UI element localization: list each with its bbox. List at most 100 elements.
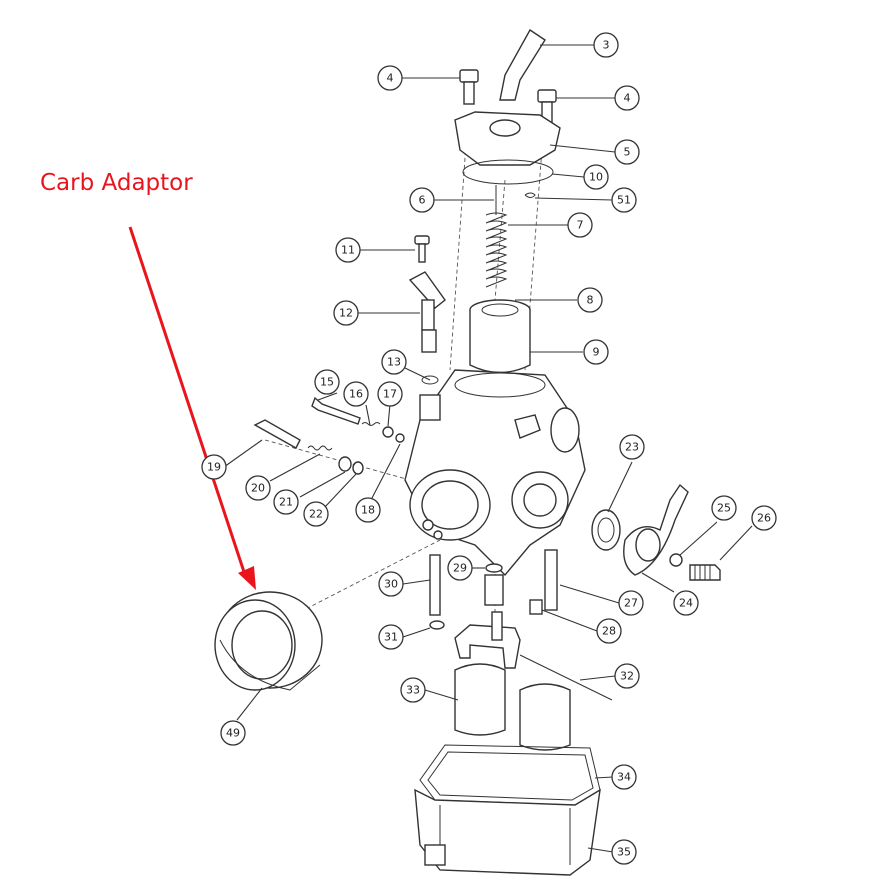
callout-label: 15 — [320, 376, 334, 389]
callout-label: 18 — [361, 504, 375, 517]
callout-5: 5 — [614, 139, 640, 165]
callout-circle — [273, 489, 299, 515]
callout-label: 8 — [587, 294, 594, 307]
carb-adaptor-part — [214, 591, 323, 691]
callout-circle — [303, 501, 329, 527]
callout-label: 7 — [577, 219, 584, 232]
callout-label: 29 — [453, 562, 467, 575]
float-arm-part — [454, 611, 613, 701]
callout-label: 13 — [387, 356, 401, 369]
callout-33: 33 — [400, 677, 426, 703]
callout-15: 15 — [314, 369, 340, 395]
callout-circle — [593, 32, 619, 58]
callout-label: 6 — [419, 194, 426, 207]
callout-circle — [314, 369, 340, 395]
callout-17: 17 — [377, 381, 403, 407]
callout-20: 20 — [245, 475, 271, 501]
callout-circle — [378, 624, 404, 650]
callout-4: 4 — [614, 85, 640, 111]
callout-circle — [377, 381, 403, 407]
callout-26: 26 — [751, 505, 777, 531]
top-hose-part — [499, 28, 546, 101]
callout-label: 5 — [624, 146, 631, 159]
callout-circle — [567, 212, 593, 238]
callout-label: 51 — [617, 194, 631, 207]
callout-18: 18 — [355, 497, 381, 523]
carburetor-body-part — [404, 369, 586, 577]
callout-label: 30 — [384, 578, 398, 591]
callout-circle — [577, 287, 603, 313]
callout-circle — [611, 839, 637, 865]
callout-label: 19 — [207, 461, 221, 474]
callout-circle — [409, 187, 435, 213]
callout-circle — [355, 497, 381, 523]
callout-24: 24 — [673, 590, 699, 616]
callout-13: 13 — [381, 349, 407, 375]
callout-8: 8 — [577, 287, 603, 313]
callout-circle — [378, 571, 404, 597]
callout-label: 26 — [757, 512, 771, 525]
leader-lines — [223, 44, 753, 853]
callout-11: 11 — [335, 237, 361, 263]
callout-circle — [245, 475, 271, 501]
callout-3: 3 — [593, 32, 619, 58]
callout-label: 10 — [589, 171, 603, 184]
callout-circle — [711, 495, 737, 521]
bowl-gasket-part — [419, 744, 601, 806]
callout-label: 27 — [624, 597, 638, 610]
callout-21: 21 — [273, 489, 299, 515]
jets-part — [429, 549, 558, 630]
callout-circle — [611, 187, 637, 213]
idle-screws-part — [253, 396, 405, 475]
callout-label: 49 — [226, 727, 240, 740]
callout-label: 22 — [309, 508, 323, 521]
callout-34: 34 — [611, 764, 637, 790]
callout-circle — [618, 590, 644, 616]
callout-7: 7 — [567, 212, 593, 238]
callout-31: 31 — [378, 624, 404, 650]
callout-circle — [400, 677, 426, 703]
callout-circle — [447, 555, 473, 581]
callout-label: 16 — [349, 388, 363, 401]
annotation-label: Carb Adaptor — [40, 170, 193, 196]
callout-16: 16 — [343, 381, 369, 407]
callout-4: 4 — [377, 65, 403, 91]
callout-circle — [596, 618, 622, 644]
callout-circle — [611, 764, 637, 790]
callout-29: 29 — [447, 555, 473, 581]
callout-12: 12 — [333, 300, 359, 326]
callout-27: 27 — [618, 590, 644, 616]
callout-35: 35 — [611, 839, 637, 865]
callout-49: 49 — [220, 720, 246, 746]
callout-circle — [673, 590, 699, 616]
callout-6: 6 — [409, 187, 435, 213]
callout-circle — [201, 454, 227, 480]
callout-label: 34 — [617, 771, 631, 784]
callout-label: 23 — [625, 441, 639, 454]
callout-label: 35 — [617, 846, 631, 859]
callout-circle — [583, 164, 609, 190]
top-cap-part — [454, 111, 561, 185]
callout-label: 9 — [593, 346, 600, 359]
callout-25: 25 — [711, 495, 737, 521]
callout-circle — [377, 65, 403, 91]
callout-10: 10 — [583, 164, 609, 190]
callout-22: 22 — [303, 501, 329, 527]
callout-label: 24 — [679, 597, 693, 610]
callout-circle — [333, 300, 359, 326]
callout-circle — [614, 139, 640, 165]
callout-label: 32 — [620, 670, 634, 683]
callout-28: 28 — [596, 618, 622, 644]
needle-spring-part — [485, 185, 536, 288]
callout-label: 20 — [251, 482, 265, 495]
callout-label: 4 — [387, 72, 394, 85]
callout-circle — [614, 85, 640, 111]
callout-label: 31 — [384, 631, 398, 644]
callout-9: 9 — [583, 339, 609, 365]
floats-part — [454, 663, 571, 751]
callout-circle — [619, 434, 645, 460]
choke-assembly-part — [408, 235, 446, 385]
